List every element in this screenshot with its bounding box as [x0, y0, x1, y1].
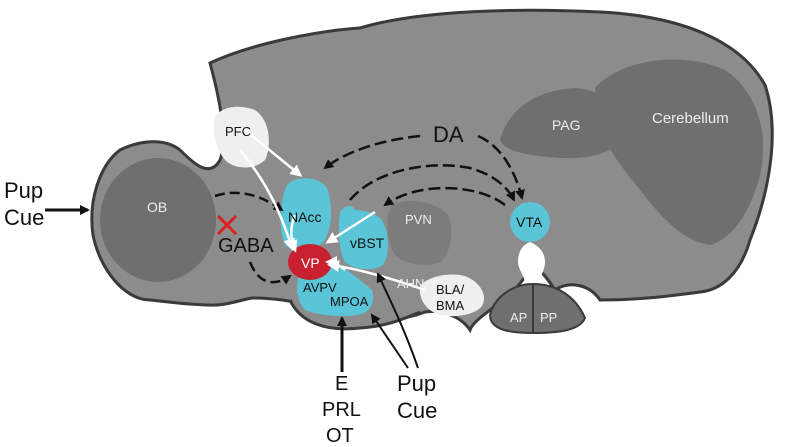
vta-region: [510, 202, 550, 242]
pfc-label: PFC: [225, 124, 251, 139]
bla-to-vp-arrow: [327, 260, 426, 292]
bla-bma-region: [419, 274, 485, 317]
vp-label: VP: [301, 255, 320, 271]
pag-region: [500, 88, 625, 159]
pup-cue-bottom-label-2: Cue: [397, 398, 437, 423]
pp-label: PP: [540, 310, 557, 325]
gaba-arc-lower: [248, 261, 292, 285]
pup-cue-bottom-label-1: Pup: [397, 371, 436, 396]
ahn-label: AHN: [397, 276, 424, 291]
vp-region: [288, 244, 332, 280]
pup-cue-left-label-2: Cue: [4, 205, 44, 230]
bla-label-2: BMA: [436, 298, 465, 313]
ob-label: OB: [147, 199, 167, 215]
vta-label: VTA: [516, 214, 543, 230]
hormone-prl-label: PRL: [322, 399, 361, 421]
vta-to-vbst-arc: [383, 186, 506, 207]
cerebellum-label: Cerebellum: [652, 110, 729, 127]
gaba-label: GABA: [218, 235, 274, 257]
pup-cue-left-label-1: Pup: [4, 178, 43, 203]
pup-cue-to-mpoa-arrow: [370, 313, 409, 369]
inhibition-x-mark: [216, 214, 238, 236]
nacc-to-vp-arrow: [286, 214, 298, 253]
bla-label-1: BLA/: [436, 282, 465, 297]
nacc-region: [280, 178, 331, 252]
hormone-ot-label: OT: [326, 425, 354, 447]
pvn-region: [387, 201, 452, 265]
da-label: DA: [433, 122, 464, 147]
pag-label: PAG: [552, 117, 581, 133]
ap-label: AP: [510, 310, 527, 325]
pituitary-pp-region: [532, 282, 587, 335]
pfc-region: [213, 106, 269, 168]
vbst-region: [338, 206, 388, 270]
avpv-label: AVPV: [303, 280, 337, 295]
hormone-e-label: E: [335, 373, 348, 395]
mpoa-label: MPOA: [330, 294, 369, 309]
ob-region: [100, 158, 216, 282]
pup-cue-to-vbst-arrow: [376, 272, 419, 369]
pituitary-stalk: [518, 242, 545, 285]
cerebellum-region: [595, 59, 764, 246]
nacc-label: NAcc: [288, 209, 321, 225]
da-arrow-to-vta: [477, 134, 525, 200]
pvn-label: PVN: [405, 212, 432, 227]
pfc-to-vp-arrow: [239, 149, 296, 251]
pfc-to-nacc-arrow: [244, 129, 303, 177]
vbst-to-nacc-arrow: [325, 210, 376, 244]
vbst-label: vBST: [350, 235, 385, 251]
da-arrow-to-nacc: [323, 134, 421, 170]
